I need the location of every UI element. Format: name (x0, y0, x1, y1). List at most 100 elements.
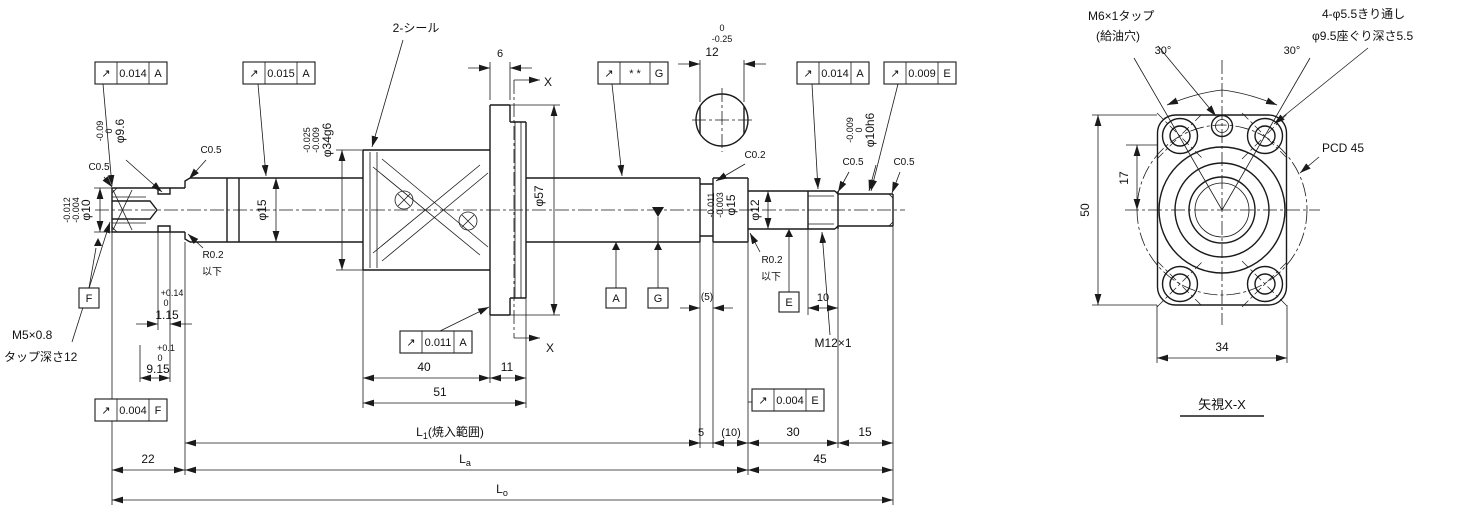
frame-value: 0.011 (425, 337, 452, 349)
tol-lower: -0.011 (706, 193, 716, 218)
dim-34: 34 (1215, 340, 1229, 354)
dim-flats: 0 -0.25 12 (705, 23, 732, 59)
label-counterbore: φ9.5座ぐり深さ5.5 (1312, 28, 1413, 43)
angle-left-label: 30° (1155, 45, 1172, 57)
note-right-thread: M12×1 (814, 336, 851, 350)
tap-depth: タップ深さ12 (4, 350, 78, 364)
flange-outline (1156, 114, 1288, 306)
dim-phi9-6: φ9.6 0 -0.09 (95, 118, 127, 143)
label-oil-tap: M6×1タップ (1088, 9, 1154, 23)
frame-symbol: ↗ (890, 68, 899, 80)
frame-symbol: ↗ (758, 395, 767, 407)
tolerance-frame-runout-right-journal: ↗ 0.009 E (883, 61, 957, 85)
frame-datum: E (943, 68, 950, 80)
frame-symbol: ↗ (604, 68, 613, 80)
datum-box-g: G (647, 287, 669, 309)
frame-value: 0.014 (821, 68, 849, 80)
dim-la: La (459, 452, 471, 468)
tol-upper: 0 (854, 127, 864, 132)
end-view-labels: M6×1タップ (給油穴) 4-φ5.5きり通し φ9.5座ぐり深さ5.5 30… (1078, 7, 1413, 417)
fillet-note-left: R0.2 以下 (202, 250, 224, 278)
datum-box-f: F (78, 287, 100, 309)
chamfer-right-end: C0.5 (893, 157, 915, 168)
angle-lines (1133, 57, 1311, 211)
label-oil-hole: (給油穴) (1096, 28, 1140, 43)
tol-lower: 0 (163, 298, 168, 308)
frame-symbol: ↗ (406, 337, 415, 349)
dim-phi10h6: φ10h6 0 -0.009 (845, 112, 877, 147)
dim-relief: (5) (701, 292, 713, 303)
frame-value: 0.015 (267, 68, 295, 80)
dia-label: φ34g6 (320, 122, 334, 157)
tol-upper: -0.004 (71, 197, 81, 223)
frame-value: 0.014 (119, 68, 147, 80)
tol-upper: 0 (104, 128, 114, 133)
frame-symbol: ↗ (101, 68, 110, 80)
fillet-note-right: R0.2 以下 (761, 255, 783, 283)
tolerance-frame-flange-face: ↗ 0.011 A (399, 330, 473, 354)
dim-value: 1.15 (155, 308, 179, 322)
chamfer-left-step: C0.5 (200, 145, 222, 156)
frame-value: 0.004 (119, 405, 147, 417)
dim-value: 9.15 (146, 362, 170, 376)
frame-value: * * (629, 68, 641, 80)
dia-label: φ10h6 (863, 112, 877, 147)
dim-nut-body: 40 (417, 360, 431, 374)
dim-phi57: φ57 (532, 185, 546, 206)
dim-hardened-length: L1(焼入範囲) (416, 424, 484, 441)
dim-left-end: 22 (141, 452, 155, 466)
dim-fifteen: 15 (858, 425, 872, 439)
tol-upper: +0.1 (157, 343, 175, 353)
section-mark-bottom: X (546, 341, 554, 355)
tolerance-frame-runout-phi12: ↗ 0.014 A (796, 61, 870, 85)
datum-letter: G (654, 293, 663, 305)
dim-phi10: φ10 -0.004 -0.012 (62, 197, 93, 223)
ball-nut-track (372, 158, 489, 262)
tol-upper: -0.003 (715, 192, 725, 218)
frame-value: 0.009 (908, 68, 936, 80)
fillet-max: 以下 (761, 272, 781, 283)
datum-letter: E (785, 297, 792, 309)
dim-right-end: 45 (813, 452, 827, 466)
fillet-r: R0.2 (761, 255, 783, 266)
frame-datum: A (459, 337, 467, 349)
dim-ten: (10) (721, 427, 741, 439)
end-view-dims (1092, 45, 1369, 363)
dim-lo: Lo (496, 482, 508, 498)
dim-phi34g6: φ34g6 -0.009 -0.025 (302, 122, 334, 157)
tol-upper: +0.14 (161, 288, 184, 298)
frame-datum: E (811, 395, 818, 407)
tol-lower: -0.09 (95, 121, 105, 142)
frame-datum: A (856, 68, 864, 80)
dimension-lines (96, 60, 893, 504)
tolerance-frame-runout-left-journal: ↗ 0.014 A (94, 61, 168, 85)
extension-lines (94, 60, 894, 505)
tolerance-frame-right-shoulder: ↗ 0.004 E (751, 388, 825, 412)
tolerance-frame-left-end-face: ↗ 0.004 F (94, 398, 168, 422)
view-title: 矢視X-X (1198, 397, 1246, 412)
dim-flange: 11 (501, 360, 514, 374)
tol-lower: 0 (157, 353, 162, 363)
chamfer-thread-end: C0.5 (842, 157, 864, 168)
dim-phi15-right: φ15 -0.003 -0.011 (706, 192, 738, 218)
fillet-max: 以下 (202, 267, 222, 278)
end-view: M6×1タップ (給油穴) 4-φ5.5きり通し φ9.5座ぐり深さ5.5 30… (1078, 7, 1413, 417)
frame-datum: A (154, 68, 162, 80)
tolerance-frame-runout-thread-section: ↗ 0.015 A (242, 61, 316, 85)
tol-lower: -0.012 (62, 197, 72, 223)
datum-box-e: E (778, 291, 800, 313)
main-view: ↗ 0.014 A ↗ 0.015 A ↗ * * G ↗ 0.014 A ↗ … (4, 21, 957, 505)
tap-size: M5×0.8 (12, 328, 53, 342)
tol-lower: -0.009 (845, 117, 855, 143)
frame-symbol: ↗ (249, 68, 258, 80)
dim-phi15-left: φ15 (255, 199, 269, 220)
dia-label: φ10 (79, 199, 93, 220)
frame-datum: F (155, 405, 162, 417)
dim-groove-position: +0.1 0 9.15 (146, 343, 175, 376)
dim-thread-length: 10 (817, 292, 829, 304)
label-bolt-holes: 4-φ5.5きり通し (1322, 7, 1405, 21)
fillet-r: R0.2 (202, 250, 224, 261)
dia-label: φ9.6 (113, 118, 127, 143)
